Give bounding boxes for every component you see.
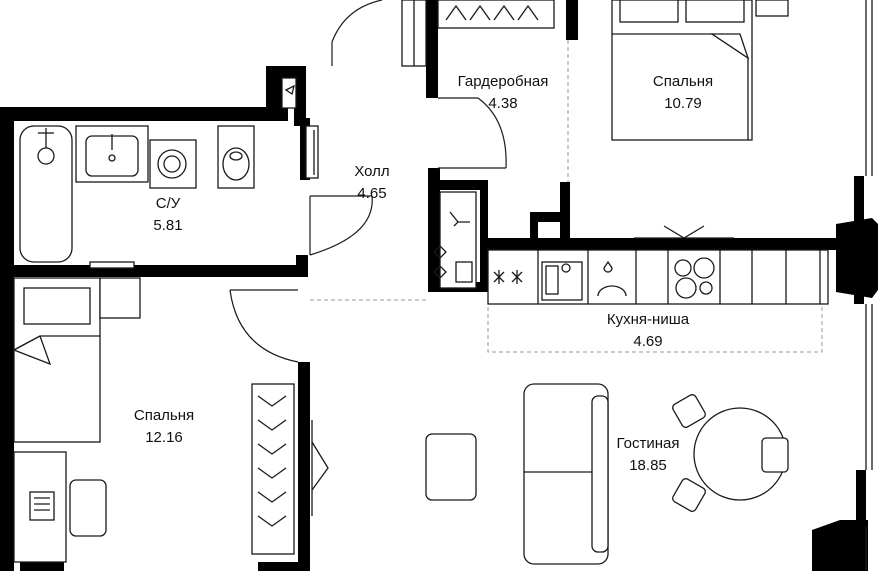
room-name-hall: Холл: [354, 163, 389, 180]
room-name-wardrobe: Гардеробная: [458, 73, 549, 90]
doors: [229, 0, 507, 363]
room-name-living: Гостиная: [617, 435, 680, 452]
room-area-wardrobe: 4.38: [488, 95, 517, 112]
room-name-bedroom2: Спальня: [134, 407, 194, 424]
zone-lines: [310, 40, 823, 353]
kitchen-counter: [487, 249, 829, 305]
room-name-bathroom: С/У: [156, 195, 181, 212]
room-name-bedroom1: Спальня: [653, 73, 713, 90]
bedroom1-bed: [611, 0, 789, 239]
bathroom-fixtures: [19, 77, 297, 269]
room-area-bedroom2: 12.16: [145, 429, 183, 446]
room-area-kitchen: 4.69: [633, 333, 662, 350]
right-window: [865, 0, 873, 571]
living-furniture: [311, 383, 789, 565]
wardrobe-storage: [401, 0, 555, 289]
room-area-living: 18.85: [629, 457, 667, 474]
room-area-bedroom1: 10.79: [664, 95, 702, 112]
room-name-kitchen: Кухня-ниша: [607, 311, 690, 328]
room-labels: Гардеробная 4.38 Спальня 10.79 Холл 4.65…: [134, 73, 713, 474]
room-area-hall: 4.65: [357, 185, 386, 202]
bedroom2-furniture: [12, 277, 295, 563]
room-area-bathroom: 5.81: [153, 217, 182, 234]
